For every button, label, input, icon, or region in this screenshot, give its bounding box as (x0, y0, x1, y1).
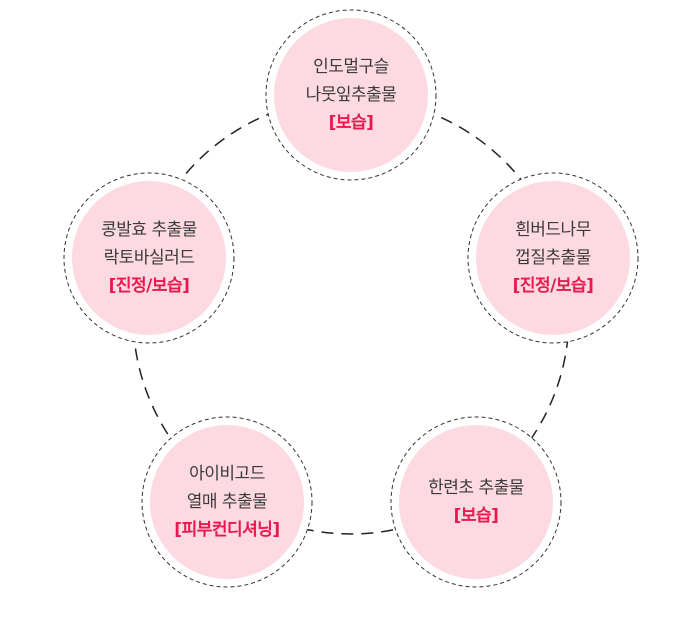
node-tag: [피부컨디셔닝] (174, 520, 280, 540)
node-line1: 인도멀구슬 (313, 57, 389, 77)
node-neem-leaf: 인도멀구슬 나뭇잎추출물 [보습] (274, 18, 428, 172)
node-line1: 아이비고드 (189, 464, 265, 484)
node-tag: [진정/보습] (512, 276, 594, 296)
node-line2: 락토바실러드 (103, 248, 195, 268)
node-tag: [진정/보습] (108, 276, 190, 296)
node-eclipta: 한련초 추출물 [보습] (399, 425, 553, 579)
node-ivy-gourd: 아이비고드 열매 추출물 [피부컨디셔닝] (150, 425, 304, 579)
node-line1: 콩발효 추출물 (101, 220, 197, 240)
node-line2: 열매 추출물 (186, 492, 268, 512)
node-soy-ferment: 콩발효 추출물 락토바실러드 [진정/보습] (72, 181, 226, 335)
node-line1: 흰버드나무 (515, 220, 591, 240)
node-line1: 한련초 추출물 (428, 478, 524, 498)
node-line2: 껍질추출물 (515, 248, 591, 268)
node-tag: [보습] (453, 506, 499, 526)
node-tag: [보습] (328, 113, 374, 133)
node-line2: 나뭇잎추출물 (305, 85, 397, 105)
node-willow-bark: 흰버드나무 껍질추출물 [진정/보습] (476, 181, 630, 335)
